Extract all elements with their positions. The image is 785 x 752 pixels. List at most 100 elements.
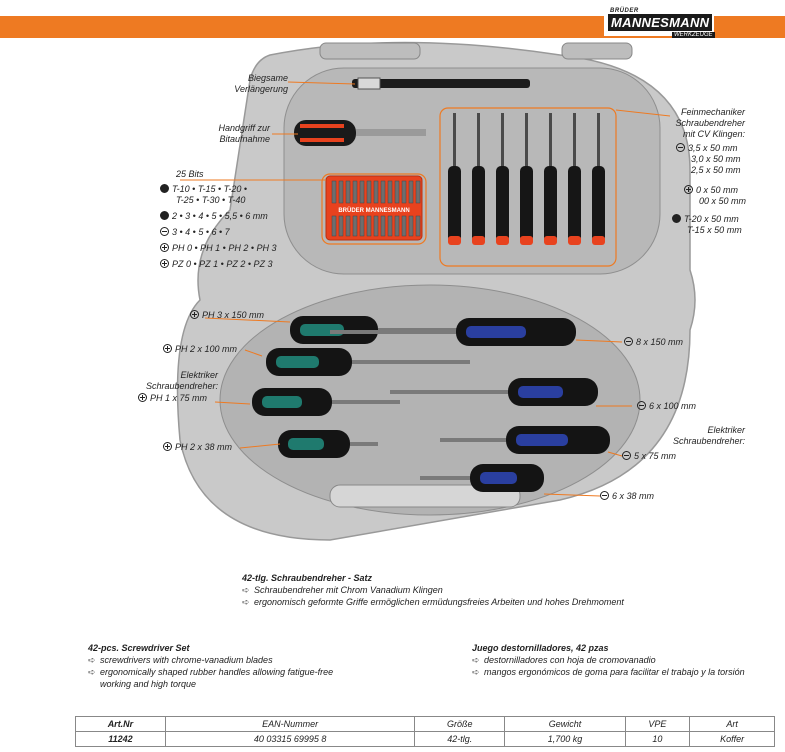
callout-ph1-text: PH 1 x 75 mm	[150, 393, 208, 403]
phillips-icon	[163, 344, 172, 353]
screwdriver-shaft	[390, 390, 508, 394]
precision-handle	[520, 166, 533, 242]
bit	[401, 215, 407, 237]
bit-handle-stripe	[300, 138, 344, 142]
callout-s8-text: 8 x 150 mm	[636, 337, 684, 347]
fm-torx-1: T-20 x 50 mm	[684, 214, 739, 224]
header-type: Art	[689, 716, 775, 732]
screwdriver-shaft	[332, 400, 400, 404]
spanish-bullet-text: destornilladores con hoja de cromovanadi…	[484, 655, 656, 665]
table-row: 11242 40 03315 69995 8 42-tlg. 1,700 kg …	[75, 731, 775, 747]
bit	[373, 215, 379, 237]
callout-ph2-100: PH 2 x 100 mm	[163, 344, 237, 355]
cell-ean: 40 03315 69995 8	[164, 731, 416, 747]
fm-torx-2: T-15 x 50 mm	[687, 225, 742, 235]
bit-holder-label: BRÜDER MANNESMANN	[338, 207, 409, 214]
pozidriv-icon	[160, 259, 169, 268]
screwdriver-grip	[262, 396, 302, 408]
fm-torx: T-20 x 50 mm T-15 x 50 mm	[672, 214, 742, 236]
callout-s5-text: 5 x 75 mm	[634, 451, 677, 461]
fm-slot-2: 3,0 x 50 mm	[691, 154, 741, 164]
bit	[345, 215, 351, 237]
german-title: 42-tlg. Schraubendreher - Satz	[242, 573, 373, 583]
slot-icon	[624, 337, 633, 346]
german-bullet: ➪Schraubendreher mit Chrom Vanadium Klin…	[242, 585, 443, 596]
precision-cap	[592, 236, 605, 245]
precision-handle	[472, 166, 485, 242]
bits-slot-text: 3 • 4 • 5 • 6 • 7	[172, 227, 230, 237]
bit	[415, 215, 421, 237]
fm-slot: 3,5 x 50 mm 3,0 x 50 mm 2,5 x 50 mm	[676, 143, 741, 176]
bit	[359, 180, 365, 204]
bit	[373, 180, 379, 204]
brand-logo: BRÜDER MANNESMANN WERKZEUGE	[604, 6, 715, 38]
cell-vpe: 10	[624, 731, 691, 747]
phillips-icon	[684, 185, 693, 194]
bit	[331, 180, 337, 204]
screwdriver-grip	[518, 386, 563, 398]
hex-icon	[160, 211, 169, 220]
callout-ph3: PH 3 x 150 mm	[190, 310, 264, 321]
bits-torx-line2: T-25 • T-30 • T-40	[176, 195, 246, 205]
header-vpe: VPE	[624, 716, 691, 732]
cell-artnr: 11242	[75, 731, 166, 747]
callout-ph2-38-text: PH 2 x 38 mm	[175, 442, 233, 452]
leader-lines	[180, 81, 671, 497]
callout-s6-100-text: 6 x 100 mm	[649, 401, 697, 411]
bit	[394, 180, 400, 204]
spanish-bullet: ➪destornilladores con hoja de cromovanad…	[472, 655, 656, 666]
torx-icon	[160, 184, 169, 193]
bit	[380, 180, 386, 204]
precision-shaft	[477, 113, 480, 168]
bits-torx-line1: T-10 • T-15 • T-20 •	[172, 184, 247, 194]
bit	[408, 215, 414, 237]
bit	[387, 215, 393, 237]
electrician-right-line2: Schraubendreher:	[672, 436, 745, 446]
callout-s5: 5 x 75 mm	[622, 451, 676, 462]
callout-ph1: PH 1 x 75 mm	[138, 393, 207, 404]
bits-ph-text: PH 0 • PH 1 • PH 2 • PH 3	[172, 243, 277, 253]
callout-extension-line1: Biegsame	[247, 73, 288, 83]
phillips-icon	[163, 442, 172, 451]
german-bullet: ➪ergonomisch geformte Griffe ermöglichen…	[242, 597, 624, 608]
bits-torx: T-10 • T-15 • T-20 •	[160, 184, 247, 195]
bit	[408, 180, 414, 204]
electrician-left-line1: Elektriker	[180, 370, 218, 380]
spanish-bullet-text: mangos ergonómicos de goma para facilita…	[484, 667, 745, 677]
bits-title: 25 Bits	[176, 169, 204, 179]
german-bullet-text: Schraubendreher mit Chrom Vanadium Kling…	[254, 585, 443, 595]
fm-slot-3: 2,5 x 50 mm	[691, 165, 741, 175]
table-header-row: Art.Nr EAN-Nummer Größe Gewicht VPE Art	[75, 716, 775, 732]
bits-pz-text: PZ 0 • PZ 1 • PZ 2 • PZ 3	[172, 259, 273, 269]
slot-icon	[637, 401, 646, 410]
brand-main: MANNESMANN	[608, 14, 713, 31]
english-bullet-text: ergonomically shaped rubber handles allo…	[100, 667, 334, 677]
bit	[352, 215, 358, 237]
callout-ph2-38: PH 2 x 38 mm	[163, 442, 232, 453]
fm-ph: 0 x 50 mm 00 x 50 mm	[684, 185, 746, 207]
screwdriver-grip	[480, 472, 517, 484]
bit-handle-shaft	[356, 129, 426, 136]
precision-handle	[496, 166, 509, 242]
case-handle	[319, 42, 421, 60]
slot-icon	[600, 491, 609, 500]
spec-table: Art.Nr EAN-Nummer Größe Gewicht VPE Art …	[75, 716, 775, 747]
brand-small: BRÜDER	[610, 8, 639, 14]
precision-shaft	[573, 113, 576, 168]
slot-icon	[160, 227, 169, 236]
precision-shaft	[501, 113, 504, 168]
bit	[401, 180, 407, 204]
bits-hex: 2 • 3 • 4 • 5 • 5,5 • 6 mm	[160, 211, 268, 222]
fm-slot-1: 3,5 x 50 mm	[688, 143, 738, 153]
header-weight: Gewicht	[504, 716, 626, 732]
precision-drivers	[448, 113, 605, 245]
callout-extension: Biegsame Verlängerung	[200, 73, 288, 95]
arrow-icon: ➪	[242, 597, 250, 607]
precision-cap	[520, 236, 533, 245]
screwdriver-shaft	[352, 360, 470, 364]
screwdriver-grip	[516, 434, 568, 446]
bit	[338, 215, 344, 237]
english-bullet-text: working and high torque	[100, 679, 197, 689]
arrow-icon: ➪	[472, 667, 480, 677]
spanish-bullet: ➪ mangos ergonómicos de goma para facilit…	[472, 667, 745, 678]
